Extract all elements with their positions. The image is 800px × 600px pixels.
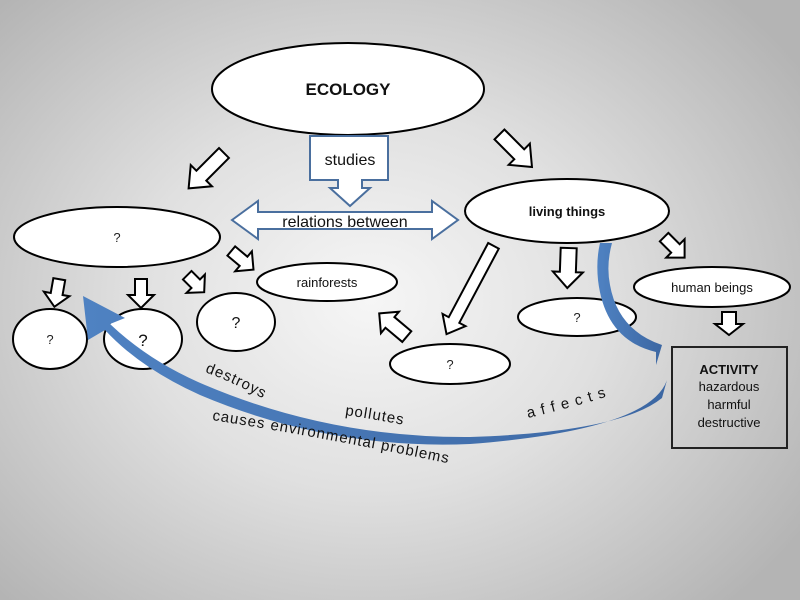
arrow-left-to-child1 [41,276,73,309]
rainforests-node[interactable]: rainforests [256,262,398,302]
arrow-ecology-to-left [187,146,231,190]
activity-heading: ACTIVITY [699,362,759,377]
arrow-human-to-activity [712,311,746,337]
relations-double-arrow: relations between [230,199,460,241]
svg-text:?: ? [138,331,147,350]
label-affects: a f f e c t s [525,384,609,422]
svg-text:?: ? [573,310,580,325]
activity-box[interactable]: ACTIVITY hazardous harmful destructive [671,346,788,449]
arrows [41,128,746,344]
living-things-node[interactable]: living things [464,178,670,244]
svg-text:?: ? [46,332,53,347]
left-child-node-2[interactable]: ? [103,308,183,370]
human-beings-node[interactable]: human beings [633,266,791,308]
arrow-left-to-rainforests [226,244,255,273]
svg-text:rainforests: rainforests [297,275,358,290]
label-pollutes: pollutes [344,402,406,429]
svg-text:human beings: human beings [671,280,753,295]
ecology-node[interactable]: ECOLOGY [211,42,485,136]
left-child-node-1[interactable]: ? [12,308,88,370]
svg-text:living things: living things [529,204,606,219]
svg-text:?: ? [113,230,120,245]
svg-text:?: ? [446,357,453,372]
activity-line-2: harmful [707,397,750,412]
arrow-living-to-human [658,231,686,259]
activity-line-3: destructive [698,415,761,430]
arrow-left-to-child2 [125,278,157,310]
arrow-bottom-to-rainforests [378,310,413,344]
ecology-title: ECOLOGY [305,80,391,99]
left-main-node[interactable]: ? [13,206,221,268]
studies-callout: studies [309,135,389,208]
relations-label: relations between [282,214,407,231]
arrow-ecology-to-living [493,128,534,169]
studies-label: studies [325,152,376,169]
left-child-node-3[interactable]: ? [196,292,276,352]
arrow-living-to-bottom [441,241,501,336]
svg-text:?: ? [232,315,241,332]
blue-arrow-activity-to-living [597,243,662,365]
arrow-left-to-child3 [181,269,207,295]
bottom-center-node[interactable]: ? [389,343,511,385]
activity-line-1: hazardous [699,379,760,394]
arrow-living-to-child [550,246,586,290]
